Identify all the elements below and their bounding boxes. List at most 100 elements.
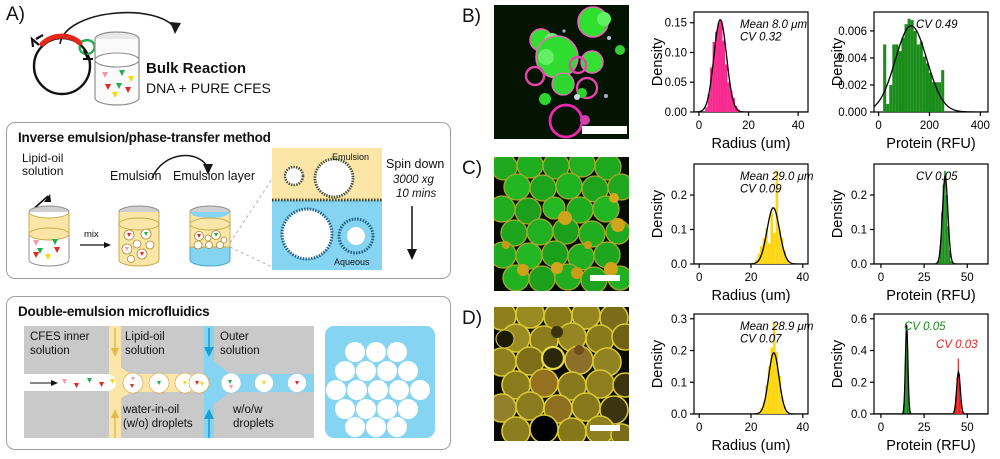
- y-tick-label: 0.002: [838, 80, 867, 92]
- kde-curve: [874, 25, 988, 112]
- histogram-bar: [783, 407, 786, 414]
- x-tick-label: 0: [878, 422, 884, 434]
- y-tick-label: 0.00: [665, 107, 687, 119]
- inset-callout-lines: [229, 178, 273, 268]
- histogram-bar: [957, 358, 959, 414]
- histogram-bar: [937, 260, 940, 264]
- y-tick-label: 0.1: [671, 225, 687, 237]
- y-tick-label: 0.15: [665, 18, 687, 30]
- inset-emulsion-label: Emulsion: [332, 152, 370, 162]
- panel-d-droplets-image: [494, 307, 629, 441]
- chip-lipid-oil-label: Lipid-oil solution: [125, 331, 165, 357]
- x-tick-label: 0: [696, 272, 702, 284]
- histogram-bar: [895, 44, 899, 112]
- outer-solution-label: Outer solution: [220, 331, 260, 357]
- histogram-bar: [773, 321, 776, 414]
- inset-vesicles-icon: [272, 157, 382, 261]
- plot-annotation: CV 0.05: [916, 171, 958, 183]
- plot-annotation: Mean 29.0 μm: [740, 171, 814, 183]
- inverse-emulsion-title: Inverse emulsion/phase-transfer method: [18, 130, 271, 145]
- y-tick-label: 0.004: [838, 53, 867, 65]
- histogram-bar: [950, 261, 952, 264]
- y-tick-label: 0.3: [671, 314, 687, 326]
- histogram-bar: [773, 232, 776, 264]
- plot-frame: [693, 163, 809, 265]
- histogram-bar: [910, 20, 914, 112]
- y-axis-title: Density: [830, 37, 846, 86]
- panel-d-micrograph: [494, 307, 629, 441]
- kde-curve: [694, 207, 808, 264]
- water-in-oil-label: water-in-oil (w/o) droplets: [123, 404, 193, 430]
- histogram-bar: [947, 226, 949, 264]
- x-tick-label: 50: [961, 272, 974, 284]
- panel-c-micrograph: [494, 157, 629, 291]
- histogram-bar: [765, 385, 768, 414]
- x-tick-label: 50: [961, 422, 974, 434]
- histogram-bar: [928, 72, 933, 112]
- lipid-oil-tube-icon: [28, 194, 70, 267]
- collected-droplets-panel: [325, 326, 435, 438]
- oil-flow-arrow-down-icon: [111, 328, 119, 357]
- panel-a-letter: A): [6, 4, 25, 25]
- y-tick-label: 0.006: [838, 26, 867, 38]
- histogram-bar: [945, 195, 948, 264]
- y-tick-label: 0.0: [671, 409, 687, 421]
- bulk-reaction-tube-icon: [94, 31, 140, 106]
- histogram-bar: [942, 184, 945, 264]
- histogram-bar: [785, 412, 789, 414]
- histogram-bar: [720, 20, 723, 112]
- histogram-bar: [941, 212, 943, 264]
- y-tick-label: 0.2: [671, 346, 687, 358]
- histogram-bar: [732, 97, 735, 112]
- histogram-bar: [778, 229, 781, 264]
- panel-c-droplets-image: [494, 157, 629, 291]
- histogram-bar: [705, 107, 708, 112]
- inset-aqueous-label: Aqueous: [334, 257, 370, 267]
- histogram-bar: [707, 94, 711, 112]
- kde-curve: [694, 351, 808, 414]
- y-tick-label: 0.0: [671, 259, 687, 271]
- wow-droplets-label: w/o/w droplets: [233, 404, 274, 430]
- oil-flow-arrow-up-icon: [111, 409, 119, 438]
- histogram-bar: [956, 377, 958, 414]
- x-tick-label: 40: [792, 120, 805, 132]
- bulk-reaction-subtitle: DNA + PURE CFES: [146, 80, 271, 96]
- plot-annotation: CV 0.49: [916, 19, 958, 31]
- x-axis-title: Radius (um): [712, 438, 791, 454]
- histogram-bar: [780, 238, 784, 264]
- histogram-bar: [906, 350, 909, 414]
- histogram-bar: [916, 44, 920, 112]
- histogram-bar: [961, 410, 963, 414]
- histogram-bar: [907, 18, 911, 112]
- panel-c-letter: C): [462, 158, 483, 179]
- histogram-bar: [767, 366, 771, 414]
- y-tick-label: 0.2: [851, 190, 867, 202]
- histogram-bar: [770, 347, 774, 414]
- emulsion-label: Emulsion: [110, 169, 162, 183]
- y-tick-label: 0.1: [671, 377, 687, 389]
- x-tick-label: 40: [796, 272, 809, 284]
- histogram-bar: [905, 322, 907, 414]
- plot-frame: [693, 313, 809, 415]
- histogram-bar: [757, 253, 761, 264]
- inner-stream-components-icon: [62, 378, 115, 388]
- histogram-bar: [754, 259, 758, 264]
- y-tick-label: 0.10: [665, 47, 687, 59]
- x-axis-title: Protein (RFU): [886, 438, 975, 454]
- microfluidic-chip-graphic: [24, 326, 314, 438]
- histogram-bar: [925, 63, 929, 112]
- emulsion-layer-label: Emulsion layer: [173, 169, 255, 183]
- histogram-bar: [715, 31, 718, 112]
- x-tick-label: 200: [920, 120, 939, 132]
- histogram-bar: [727, 82, 730, 112]
- y-tick-label: 0.000: [838, 107, 867, 119]
- kde-curve: [874, 174, 988, 264]
- x-axis-title: Radius (um): [712, 136, 791, 152]
- plot-frame: [873, 313, 989, 415]
